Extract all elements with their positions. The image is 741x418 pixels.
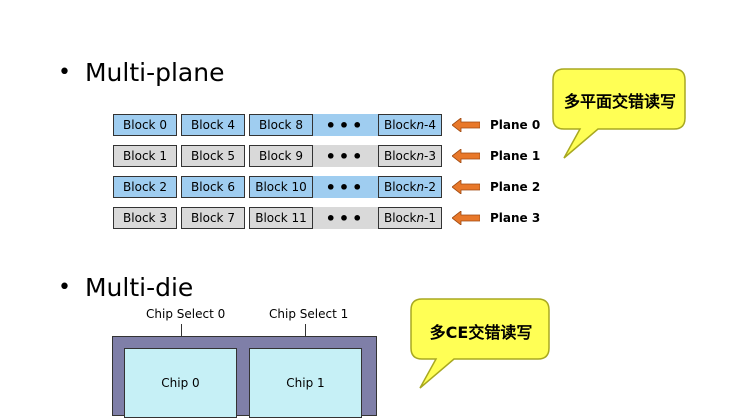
plane-row-3: Block 3 Block 7 Block 11 ••• Block n-1 (113, 207, 442, 229)
chip-select-label: Chip Select 0 (146, 307, 226, 321)
chip-select-label: Chip Select 1 (269, 307, 349, 321)
bullet-dot: • (58, 60, 71, 85)
chip-box: Chip 0 (124, 348, 237, 418)
left-arrow-icon (452, 149, 480, 163)
section-title: Multi-plane (84, 58, 225, 87)
block-cell-last: Block n-4 (378, 114, 442, 136)
block-cell: Block 6 (181, 176, 245, 198)
block-cell: Block 1 (113, 145, 177, 167)
left-arrow-icon (452, 211, 480, 225)
ellipsis-cell: ••• (313, 207, 378, 229)
left-arrow-icon (452, 180, 480, 194)
plane-row-2: Block 2 Block 6 Block 10 ••• Block n-2 (113, 176, 442, 198)
block-cell: Block 7 (181, 207, 245, 229)
left-arrow-icon (452, 118, 480, 132)
plane-label: Plane 1 (490, 149, 541, 163)
block-cell: Block 0 (113, 114, 177, 136)
plane-row-1: Block 1 Block 5 Block 9 ••• Block n-3 (113, 145, 442, 167)
plane-label: Plane 2 (490, 180, 541, 194)
block-cell: Block 11 (249, 207, 313, 229)
callout-bubble-plane (552, 68, 686, 159)
block-cell: Block 2 (113, 176, 177, 198)
callout-text-plane: 多平面交错读写 (563, 92, 676, 111)
block-cell-last: Block n-1 (378, 207, 442, 229)
block-cell-last: Block n-2 (378, 176, 442, 198)
bullet-dot: • (58, 275, 71, 300)
section-multi-plane: • Multi-plane (58, 58, 224, 88)
block-cell: Block 8 (249, 114, 313, 136)
block-cell: Block 4 (181, 114, 245, 136)
ellipsis-cell: ••• (313, 145, 378, 167)
callout-bubble-ce (410, 298, 550, 389)
plane-label: Plane 3 (490, 211, 541, 225)
block-cell: Block 5 (181, 145, 245, 167)
plane-label: Plane 0 (490, 118, 541, 132)
block-cell-last: Block n-3 (378, 145, 442, 167)
callout-text-ce: 多CE交错读写 (429, 323, 533, 342)
block-cell: Block 10 (249, 176, 313, 198)
chip-box: Chip 1 (249, 348, 362, 418)
section-multi-die: • Multi-die (58, 273, 193, 303)
block-cell: Block 9 (249, 145, 313, 167)
section-title: Multi-die (84, 273, 194, 302)
block-cell: Block 3 (113, 207, 177, 229)
plane-row-0: Block 0 Block 4 Block 8 ••• Block n-4 (113, 114, 442, 136)
ellipsis-cell: ••• (313, 114, 378, 136)
ellipsis-cell: ••• (313, 176, 378, 198)
